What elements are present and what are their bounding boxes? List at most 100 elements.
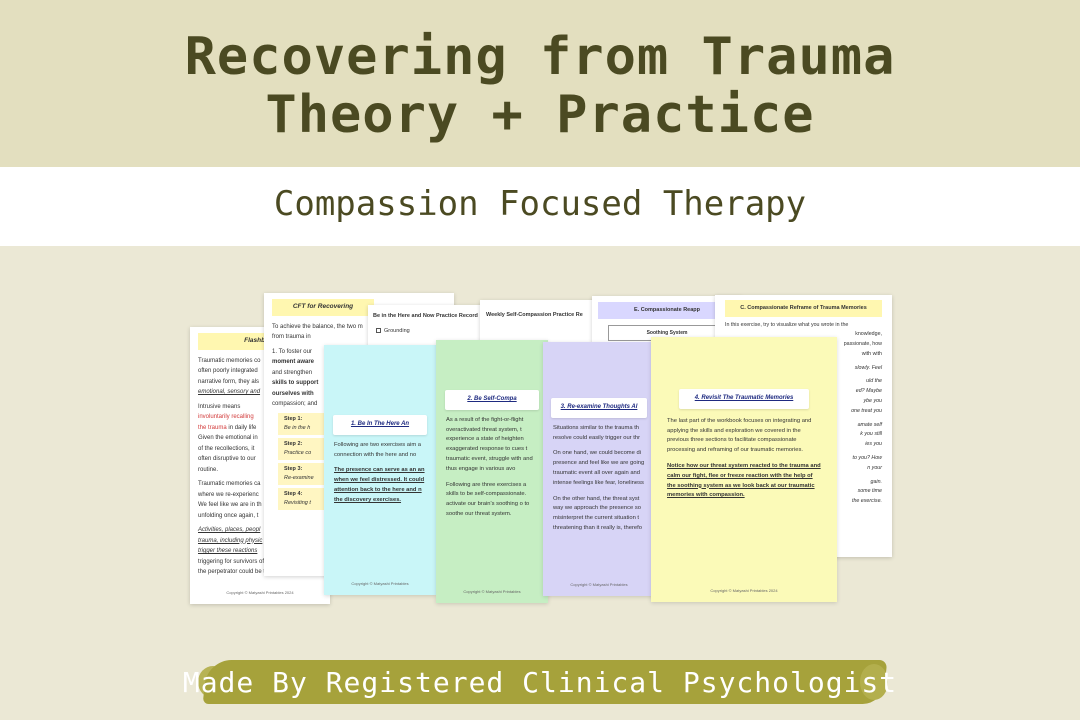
text-line: uld the (866, 378, 882, 385)
text-line: k you still (860, 431, 882, 438)
card-paragraph: Situations similar to the trauma th reso… (553, 424, 640, 441)
text-line: slowly. Feel (854, 364, 882, 371)
highlight-text: the trauma (198, 424, 227, 431)
here-record-title: Be in the Here and Now Practice Record (373, 313, 478, 319)
title-band (0, 0, 1080, 167)
text-line: ybe you (863, 398, 882, 405)
text-line: routine. (198, 466, 219, 473)
text-line: n your (867, 464, 882, 471)
step-label: Step 3: (284, 465, 303, 472)
card-title: 4. Revisit The Traumatic Memories (679, 389, 809, 409)
text-line: of the recollections, it (198, 445, 255, 452)
copyright-text: Copyright © Matyashi Printables (570, 582, 628, 588)
text-line: We feel like we are in th (198, 502, 262, 508)
text-line: trauma, including physic (198, 537, 263, 544)
step-text: Re-examine (284, 474, 314, 481)
text-line: passionate, how (843, 341, 882, 348)
text-line: Intrusive means (198, 403, 241, 410)
page-title: Recovering from Trauma Theory + Practice (0, 28, 1080, 144)
text-line: the exercise. (851, 498, 882, 505)
card-title: 3. Re-examine Thoughts Al (551, 398, 647, 418)
copyright-text: Copyright © Matyashi Printables 2024 (226, 589, 294, 595)
card-title: 2. Be Self-Compa (445, 390, 539, 410)
title-line-1: Recovering from Trauma (184, 27, 896, 87)
title-line-2: Theory + Practice (265, 85, 815, 145)
flashback-page-text: Traumatic memories co often poorly integ… (190, 356, 330, 578)
text-line: amate self (857, 421, 882, 428)
text-line: 1. To foster our (272, 348, 312, 355)
section-card-self-compassion: 2. Be Self-Compa As a result of the figh… (436, 340, 548, 603)
text-line: emotional, sensory and (198, 389, 261, 395)
checkbox-label: Grounding (384, 327, 410, 334)
card-body: Following are two exercises aim a connec… (324, 435, 436, 518)
c-page-title: C. Compassionate Reframe of Trauma Memor… (725, 300, 882, 317)
step-text: Revisiting t (284, 499, 311, 506)
step-text: Be in the h (284, 424, 311, 431)
card-paragraph: On one hand, we could become di presence… (553, 450, 645, 486)
text-line: knowledge, (855, 331, 882, 338)
step-text: Practice co (284, 449, 312, 456)
text-line: ourselves with (272, 390, 314, 397)
text-line: trigger these reactions (198, 548, 258, 554)
text-line: often poorly integrated (198, 368, 258, 374)
subtitle-band (0, 167, 1080, 246)
text-line: the trauma in daily life (198, 423, 322, 434)
text-line: and strengthen (272, 369, 313, 376)
card-spacer (324, 345, 436, 415)
card-paragraph: The last part of the workbook focuses on… (667, 417, 812, 454)
text-line: the perpetrator could be triggering for … (198, 569, 315, 575)
card-body: Situations similar to the trauma th reso… (543, 418, 655, 546)
step-label: Step 2: (284, 440, 303, 447)
text-line: Activities, places, peopl (198, 527, 261, 533)
copyright-text: Copyright © Matyashi Printables 2024 (710, 588, 778, 594)
copyright-text: Copyright © Matyashi Printables (463, 589, 521, 595)
section-card-revisit-memories: 4. Revisit The Traumatic Memories The la… (651, 337, 837, 602)
card-body: The last part of the workbook focuses on… (651, 409, 837, 515)
card-spacer (543, 342, 655, 398)
text-line: with with (861, 350, 882, 357)
page-subtitle: Compassion Focused Therapy (273, 184, 807, 224)
text-line: some time (857, 488, 882, 495)
text-line: compassion; and (272, 401, 318, 407)
step-label: Step 1: (284, 415, 303, 422)
section-card-here-and-now: 1. Be In The Here An Following are two e… (324, 345, 436, 595)
text-line: triggering for survivors of fire while p… (198, 558, 315, 565)
text-span: in daily life (228, 424, 257, 431)
e-page-title: E. Compassionate Reapp (598, 302, 736, 319)
card-paragraph: Following are three exercises a skills t… (446, 481, 530, 517)
text-line: To achieve the balance, the two m (272, 323, 363, 330)
brush-stroke (860, 664, 888, 700)
step-label: Step 4: (284, 490, 303, 497)
c-page-text: In this exercise, try to visualize what … (715, 321, 892, 508)
text-line: one treat you (851, 407, 882, 414)
author-credit-banner: Made By Registered Clinical Psychologist (182, 666, 898, 699)
text-line: Traumatic memories ca (198, 481, 261, 487)
text-line: gain. (870, 478, 883, 485)
card-body: As a result of the fight-or-flight overa… (436, 410, 548, 532)
card-paragraph: On the other hand, the threat syst way w… (553, 495, 642, 531)
grounding-checkbox-row: Grounding (368, 324, 486, 339)
text-line: Traumatic memories co (198, 357, 261, 364)
text-line: ies you (865, 441, 882, 448)
weekly-record-title: Weekly Self-Compassion Practice Re (486, 312, 583, 318)
text-line: Given the emotional in (198, 435, 258, 441)
text-line: often disruptive to our (198, 456, 256, 462)
text-line: skills to support (272, 380, 319, 386)
card-paragraph: The presence can serve as an an when we … (334, 467, 425, 503)
text-line: to you? How (852, 455, 882, 462)
section-card-re-examine-thoughts: 3. Re-examine Thoughts Al Situations sim… (543, 342, 655, 596)
text-line: unfolding once again, t (198, 512, 259, 519)
cft-page-text: To achieve the balance, the two m from t… (264, 322, 454, 410)
card-paragraph: As a result of the fight-or-flight overa… (446, 416, 533, 472)
card-title: 1. Be In The Here An (333, 415, 427, 435)
text-line: moment aware (272, 359, 315, 365)
text-line: In this exercise, try to visualize what … (725, 321, 849, 328)
text-line: ed? Maybe (855, 388, 882, 395)
card-spacer (436, 340, 548, 390)
card-paragraph: Notice how our threat system reacted to … (667, 462, 821, 499)
text-line: narrative form, they als (198, 378, 260, 385)
text-line: involuntarily recalling (198, 414, 254, 420)
text-line: where we re-experienc (198, 491, 259, 498)
card-paragraph: Following are two exercises aim a connec… (334, 441, 421, 458)
cft-page-title: CFT for Recovering (272, 299, 374, 316)
